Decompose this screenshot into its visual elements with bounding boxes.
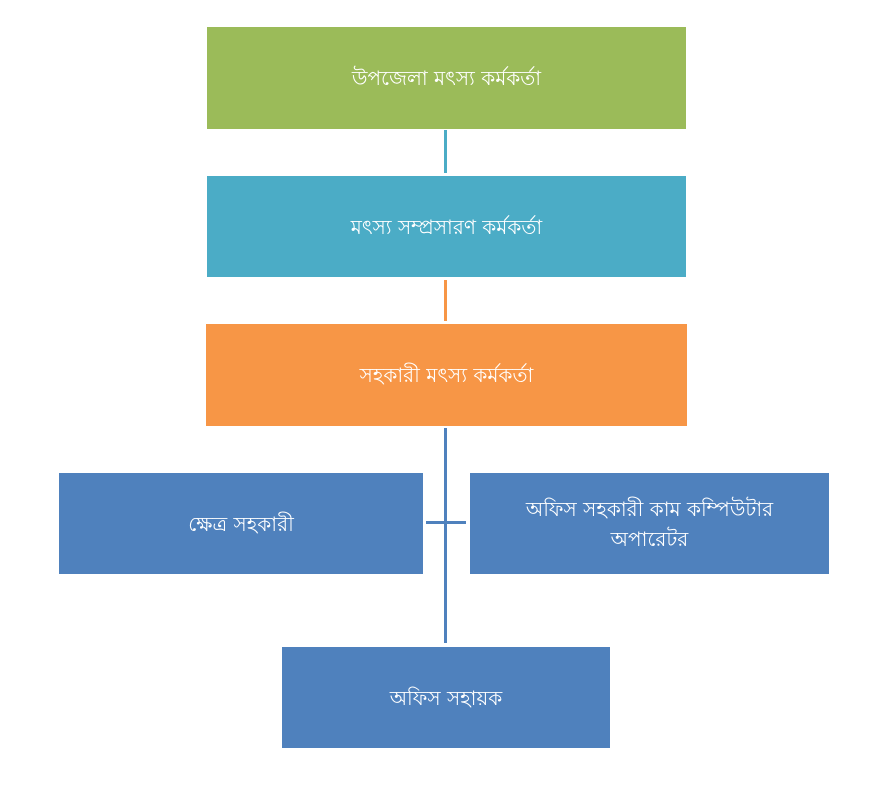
connector-2-3 (444, 280, 447, 321)
node-label: মৎস্য সম্প্রসারণ কর্মকর্তা (350, 214, 543, 239)
node-label: অফিস সহকারী কাম কম্পিউটার অপারেটর (525, 496, 774, 551)
node-label: উপজেলা মৎস্য কর্মকর্তা (351, 66, 542, 90)
connector-3-down (444, 428, 447, 643)
node-label: সহকারী মৎস্য কর্মকর্তা (359, 363, 534, 387)
connector-horizontal (426, 521, 466, 524)
node-office-assistant-operator: অফিস সহকারী কাম কম্পিউটার অপারেটর (470, 473, 829, 574)
node-field-assistant: ক্ষেত্র সহকারী (59, 473, 423, 574)
node-extension-officer: মৎস্য সম্প্রসারণ কর্মকর্তা (207, 176, 686, 277)
connector-1-2 (444, 130, 447, 173)
node-assistant-officer: সহকারী মৎস্য কর্মকর্তা (206, 324, 687, 426)
node-label: অফিস সহায়ক (389, 685, 503, 710)
node-office-helper: অফিস সহায়ক (282, 647, 610, 748)
node-label: ক্ষেত্র সহকারী (188, 511, 294, 536)
node-upazila-officer: উপজেলা মৎস্য কর্মকর্তা (207, 27, 686, 129)
